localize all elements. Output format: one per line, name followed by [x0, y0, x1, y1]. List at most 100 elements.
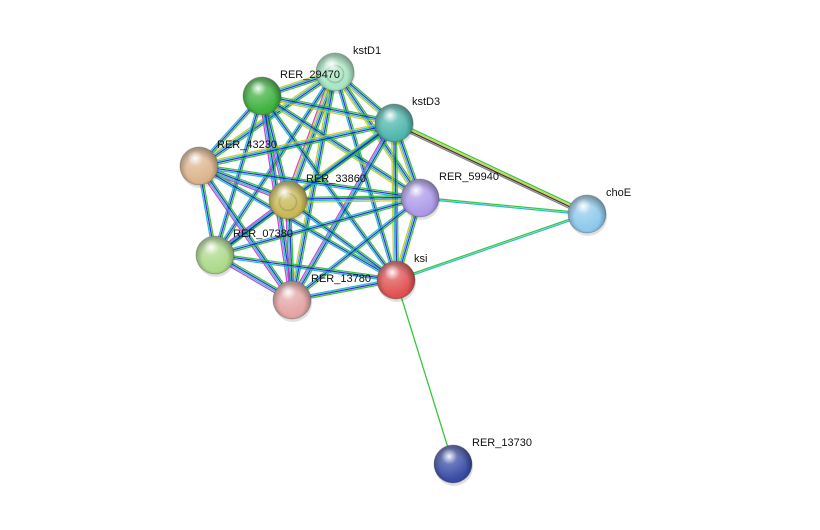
- edge-line-green: [394, 120, 589, 213]
- edge-ksi-RER_13730: [395, 279, 454, 465]
- node-highlight: [269, 181, 307, 219]
- node-label: RER_13730: [472, 437, 532, 449]
- node-label: RER_13780: [311, 273, 371, 285]
- node-kstD1[interactable]: kstD1: [315, 45, 381, 94]
- edge-line-green: [293, 123, 397, 302]
- node-highlight: [377, 261, 415, 299]
- edge-line-cyan: [198, 121, 394, 166]
- edge-RER_29470-kstD3: [261, 93, 395, 126]
- edge-RER_59940-choE: [419, 196, 588, 216]
- edge-line-green: [287, 194, 420, 199]
- node-label: kstD1: [353, 45, 381, 57]
- edge-line-blue: [199, 123, 395, 168]
- edge-line-cyan: [419, 198, 587, 216]
- edge-RER_33860-RER_59940: [287, 194, 421, 204]
- edge-line-blue: [292, 123, 396, 301]
- edge-line-yellow: [261, 97, 394, 126]
- edge-line-cyan: [261, 96, 394, 125]
- edge-line-blue: [394, 122, 398, 280]
- edge-line-yellow: [286, 120, 393, 199]
- edge-line-cyan: [212, 95, 262, 255]
- edge-line-yellow: [288, 199, 421, 204]
- edge-line-green: [199, 163, 421, 198]
- edge-RER_33860-ksi: [286, 198, 398, 282]
- edge-line-cyan: [261, 96, 420, 200]
- node-highlight: [316, 53, 354, 91]
- edge-line-blue: [198, 165, 421, 199]
- node-label: RER_07380: [233, 228, 293, 240]
- node-RER_07380[interactable]: RER_07380: [195, 228, 293, 277]
- edge-RER_43230-ksi: [197, 164, 398, 282]
- edge-line-green: [292, 198, 422, 302]
- edge-kstD3-ksi: [390, 122, 400, 281]
- edge-line-yellow: [390, 123, 395, 281]
- edge-line-green: [288, 198, 398, 280]
- edge-line-yellow: [198, 120, 394, 165]
- node-kstD3[interactable]: kstD3: [374, 96, 440, 145]
- edge-line-cyan: [286, 200, 396, 282]
- edge-line-cyan: [396, 214, 588, 282]
- node-label: choE: [606, 187, 631, 199]
- node-label: ksi: [414, 253, 427, 265]
- edge-line-black: [393, 123, 587, 216]
- node-label: RER_33860: [306, 173, 366, 185]
- edge-line-green: [215, 252, 397, 280]
- node-highlight: [273, 281, 311, 319]
- edge-line-cyan: [214, 195, 420, 255]
- node-highlight: [196, 236, 234, 274]
- node-RER_43230[interactable]: RER_43230: [179, 139, 277, 188]
- edge-line-green: [199, 124, 395, 169]
- edge-line-blue: [287, 196, 420, 200]
- edge-line-yellow: [394, 121, 588, 214]
- edge-RER_29470-RER_07380: [212, 95, 265, 256]
- node-highlight: [401, 179, 439, 217]
- node-RER_59940[interactable]: RER_59940: [400, 171, 499, 220]
- edge-RER_43230-RER_59940: [198, 163, 421, 201]
- edge-line-cyan: [260, 96, 396, 282]
- edge-line-cyan: [198, 166, 420, 201]
- node-label: RER_29470: [280, 69, 340, 81]
- edge-line-green: [215, 198, 421, 258]
- node-label: kstD3: [412, 96, 440, 108]
- edge-RER_07380-ksi: [214, 252, 397, 283]
- edge-line-blue: [261, 95, 397, 281]
- edge-line-green: [395, 212, 587, 280]
- node-highlight: [568, 195, 606, 233]
- edge-line-green: [395, 279, 454, 465]
- edge-line-gray: [392, 124, 587, 217]
- edge-line-blue: [262, 94, 395, 123]
- node-label: RER_43230: [217, 139, 277, 151]
- node-highlight: [243, 77, 281, 115]
- node-label: RER_59940: [439, 171, 499, 183]
- edge-line-green: [420, 196, 588, 214]
- edge-line-green: [215, 96, 265, 256]
- edge-line-cyan: [288, 198, 421, 202]
- edge-RER_59940-RER_13780: [290, 196, 422, 302]
- edge-kstD3-RER_43230: [198, 120, 395, 169]
- edge-line-blue: [214, 95, 263, 256]
- edge-ksi-choE: [395, 212, 588, 282]
- node-RER_13780[interactable]: RER_13780: [272, 273, 371, 322]
- node-RER_13730[interactable]: RER_13730: [433, 437, 532, 486]
- edge-line-green: [262, 93, 395, 122]
- edge-line-blue: [214, 197, 421, 256]
- edge-line-cyan: [214, 255, 396, 283]
- edge-line-blue: [291, 197, 421, 301]
- edge-line-green: [199, 164, 398, 280]
- node-RER_29470[interactable]: RER_29470: [242, 69, 340, 118]
- edge-RER_59940-RER_07380: [214, 195, 421, 258]
- node-choE[interactable]: choE: [567, 187, 631, 236]
- node-highlight: [434, 445, 472, 483]
- edge-line-cyan: [197, 166, 396, 282]
- node-ksi[interactable]: ksi: [376, 253, 427, 302]
- edge-line-green: [395, 122, 400, 280]
- edge-line-cyan: [290, 196, 420, 300]
- node-highlight: [180, 147, 218, 185]
- edge-line-blue: [198, 165, 397, 281]
- node-RER_33860[interactable]: RER_33860: [268, 173, 366, 222]
- edge-line-cyan: [392, 123, 396, 281]
- edge-line-blue: [287, 199, 397, 281]
- edge-kstD3-choE: [392, 120, 589, 217]
